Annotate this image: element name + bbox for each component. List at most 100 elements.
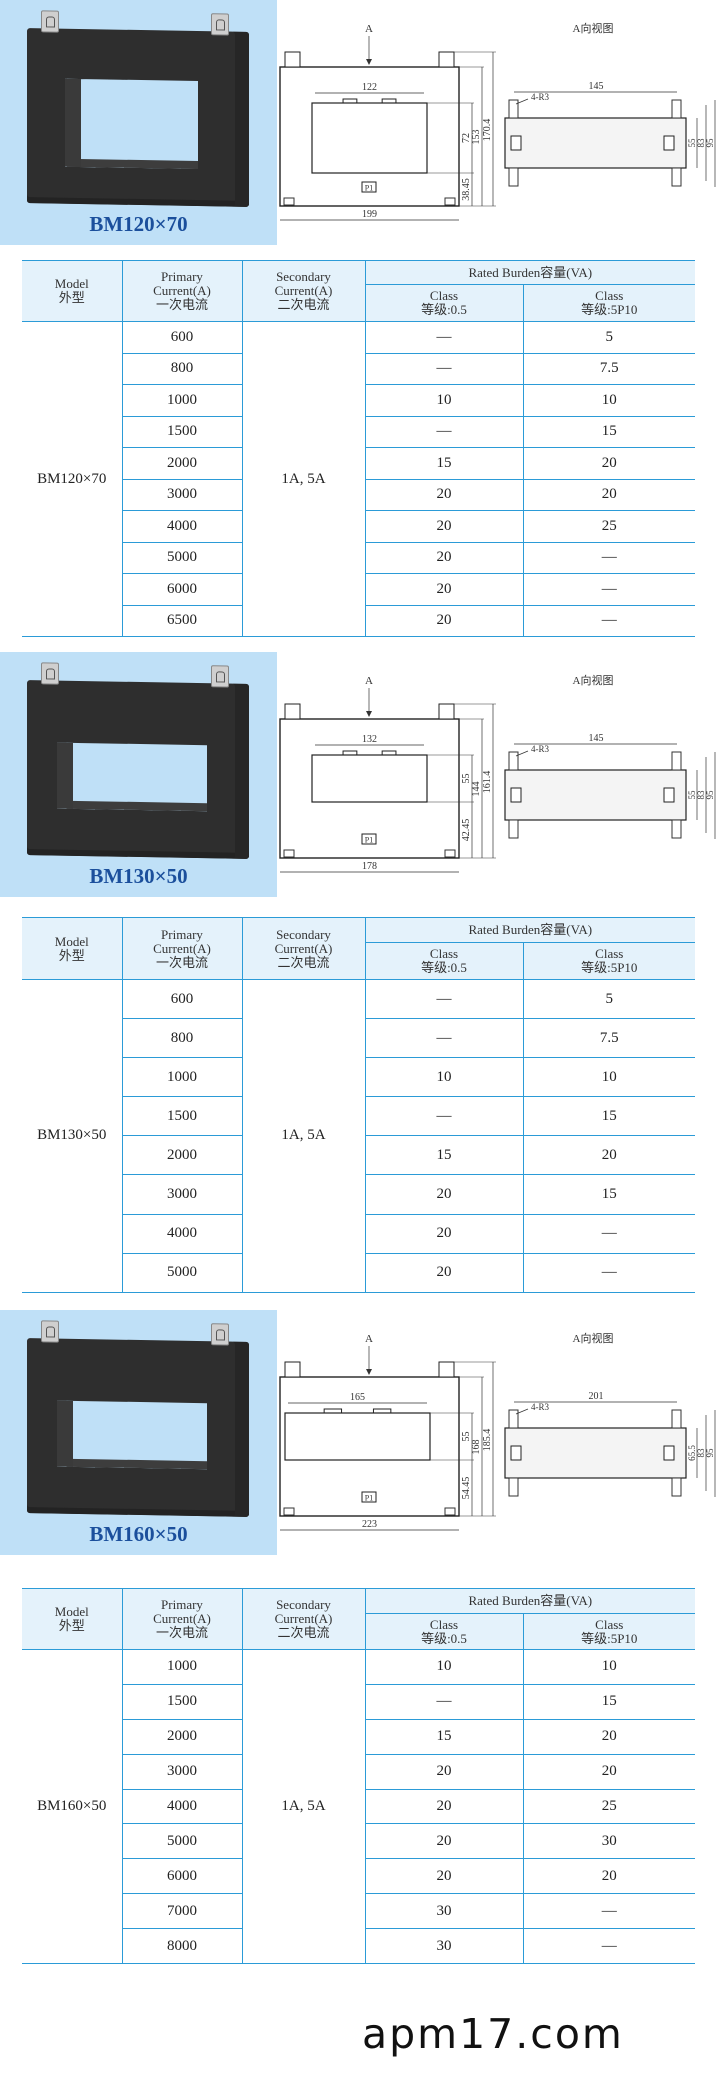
site-watermark: apm17.com [362, 2010, 624, 2058]
foot-icon [444, 1507, 456, 1516]
primary-current-cell: 2000 [122, 1718, 243, 1755]
col-primary-current-text: 一次电流 [155, 954, 208, 970]
class-0-5-cell: 10 [364, 384, 524, 417]
col-primary-current-text: 一次电流 [155, 1625, 208, 1640]
table-row: 800—7.5 [22, 1018, 696, 1059]
primary-current-cell: 1000 [121, 1649, 243, 1685]
primary-current-cell: 2000 [122, 1135, 243, 1176]
dim-width: 199 [362, 209, 377, 220]
model-cell: BM160×50 [22, 1648, 123, 1965]
col-rated-burden: Rated Burden容量(VA) [364, 260, 696, 285]
dim-body-height: 168 [471, 1440, 482, 1455]
class-5p10-cell: — [522, 1252, 696, 1293]
p1-label: P1 [365, 836, 373, 845]
col-class-5p10-text: Class [595, 1616, 624, 1632]
class-5p10-cell: 20 [522, 478, 696, 511]
foot-icon [444, 849, 456, 858]
dim-bottom-margin: 42.45 [461, 819, 472, 842]
primary-current-cell: 3000 [122, 1753, 243, 1790]
dim-window-width: 132 [362, 734, 377, 745]
primary-current-cell: 4000 [122, 510, 243, 543]
primary-current-cell: 7000 [122, 1893, 243, 1930]
class-5p10-cell: 20 [522, 1718, 696, 1755]
primary-current-cell: 1500 [122, 415, 243, 448]
dim-side-1: 55 [687, 790, 697, 800]
table-row: 1500—15 [22, 1096, 696, 1137]
primary-current-cell: 3000 [122, 1174, 243, 1215]
col-secondary-current-text: Current(A) [274, 283, 333, 298]
col-model-text: 外型 [58, 290, 85, 305]
col-secondary-current-text: 二次电流 [277, 297, 330, 312]
class-0-5-cell: 20 [364, 1823, 524, 1860]
mounting-foot-icon [508, 819, 519, 839]
secondary-current-cell: 1A, 5A [241, 321, 366, 637]
dim-side-span: 201 [589, 1391, 604, 1402]
class-5p10-cell: 30 [522, 1823, 696, 1860]
class-0-5-cell: 15 [364, 1718, 524, 1755]
col-class-5p10-text: Class [595, 946, 624, 961]
mounting-foot-icon [508, 1477, 519, 1497]
model-cell: BM120×70 [22, 321, 123, 637]
p1-marker [361, 181, 377, 193]
class-0-5-cell: 20 [364, 1788, 524, 1825]
class-0-5-cell: 10 [364, 1649, 524, 1685]
primary-current-cell: 6000 [122, 573, 243, 606]
foot-icon [283, 197, 295, 206]
product-photo: BM130×50 [0, 652, 277, 897]
dim-bottom-margin: 38.45 [461, 178, 472, 201]
col-secondary-current-text: Secondary [276, 926, 331, 942]
terminal-icon [284, 703, 301, 720]
col-secondary-current-text: 二次电流 [277, 954, 330, 970]
class-0-5-cell: 20 [364, 1753, 524, 1790]
dim-side-3: 95 [705, 138, 715, 148]
window-outline [311, 102, 428, 174]
dim-window-height: 72 [461, 133, 472, 143]
table-row: 800—7.5 [22, 352, 696, 385]
dimension-line [515, 750, 529, 757]
foot-icon [283, 1507, 295, 1516]
class-5p10-cell: — [522, 604, 696, 637]
window-notch [342, 98, 397, 104]
dimension-line [515, 98, 529, 105]
dim-width: 178 [362, 861, 377, 872]
col-rated-burden: Rated Burden容量(VA) [364, 917, 696, 943]
model-title: BM130×50 [89, 864, 188, 888]
view-title: A向视图 [573, 21, 614, 35]
mounting-foot-icon [508, 751, 519, 771]
class-5p10-cell: 20 [522, 1753, 696, 1790]
product-photo: BM120×70 [0, 0, 277, 245]
col-model-text: Model [54, 933, 89, 949]
primary-current-cell: 1500 [122, 1096, 243, 1137]
col-primary-current-text: Primary [161, 1597, 203, 1612]
col-model-text: Model [54, 1604, 89, 1619]
class-0-5-cell: 20 [364, 573, 524, 606]
col-class-0-5-text: 等级:0.5 [421, 302, 467, 317]
primary-current-cell: 2000 [122, 447, 243, 480]
class-0-5-cell: 20 [364, 1858, 524, 1895]
col-class-5p10-text: 等级:5P10 [581, 302, 638, 317]
primary-current-cell: 1000 [122, 384, 243, 417]
side-view-outline [504, 117, 687, 169]
dim-holes: 4-R3 [531, 92, 550, 102]
primary-current-cell: 4000 [122, 1213, 243, 1254]
class-0-5-cell: 15 [364, 1135, 524, 1176]
class-0-5-cell: 20 [364, 510, 524, 543]
